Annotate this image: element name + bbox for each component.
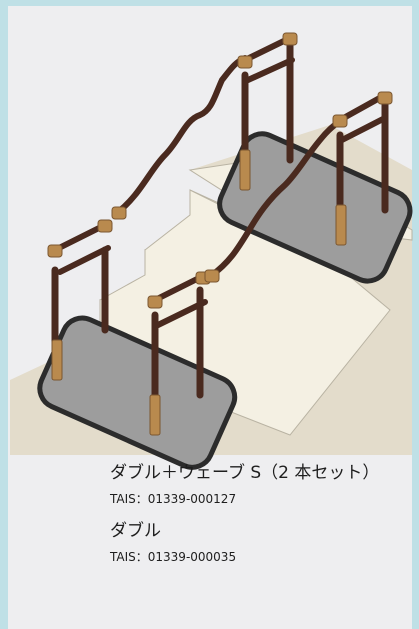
tais-code-double-wave: TAIS：01339-000127 (110, 492, 237, 506)
left-edge (0, 0, 8, 629)
wave-rail-2 (209, 115, 348, 278)
tais-code-double: TAIS：01339-000035 (110, 550, 237, 564)
product-name-double: ダブル (110, 521, 161, 541)
right-edge (412, 0, 419, 629)
product-name-double-wave: ダブル＋ウェーブ S（2 本セット） (110, 463, 380, 483)
mat-right (217, 131, 413, 284)
rail-joints (47, 32, 393, 436)
wave-rail (115, 55, 248, 215)
top-edge (0, 0, 419, 6)
